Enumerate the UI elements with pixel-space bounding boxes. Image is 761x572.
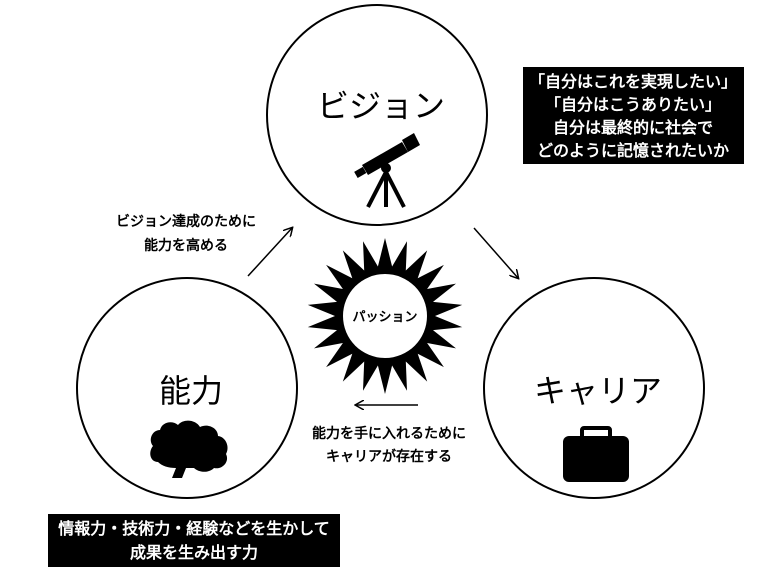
vision-note-line: 「自分はこうありたい」 [545, 95, 721, 114]
briefcase-icon [563, 426, 629, 482]
caption-line: ビジョン達成のために [116, 213, 256, 230]
career-node: キャリア [483, 277, 705, 499]
passion-node: パッション [307, 238, 463, 394]
vision-note-line: どのように記憶されたいか [537, 141, 729, 160]
telescope-icon [354, 133, 420, 208]
caption-line: キャリアが存在する [326, 448, 452, 465]
ability-note-line: 成果を生み出す力 [130, 543, 258, 562]
vision-label: ビジョン [317, 87, 445, 125]
caption-line: 能力を高める [144, 237, 228, 254]
caption-line: 能力を手に入れるために [312, 425, 466, 442]
passion-label: パッション [352, 310, 417, 325]
vision-circle [266, 4, 488, 226]
vision-note-line: 自分は最終的に社会で [553, 118, 713, 137]
arrow-vision-to-career [473, 227, 518, 278]
caption-career-to-ability: 能力を手に入れるために キャリアが存在する [312, 425, 466, 465]
vision-note-bg [523, 67, 744, 164]
brain-icon [150, 420, 228, 478]
ability-note-box: 情報力・技術力・経験などを生かして 成果を生み出す力 [48, 514, 340, 567]
ability-node: 能力 [76, 277, 298, 499]
caption-ability-to-vision: ビジョン達成のために 能力を高める [116, 213, 256, 254]
vision-note-line: 「自分はこれを実現したい」 [529, 72, 737, 91]
vision-node: ビジョン [266, 4, 488, 226]
ability-note-bg [48, 514, 340, 567]
ability-note-line: 情報力・技術力・経験などを生かして [58, 519, 330, 538]
vision-note-box: 「自分はこれを実現したい」 「自分はこうありたい」 自分は最終的に社会で どのよ… [523, 67, 744, 164]
career-label: キャリア [534, 372, 662, 410]
ability-label: 能力 [159, 372, 223, 410]
arrow-ability-to-vision [247, 228, 292, 277]
sun-core [343, 274, 427, 358]
ability-circle [76, 277, 298, 499]
career-circle [483, 277, 705, 499]
